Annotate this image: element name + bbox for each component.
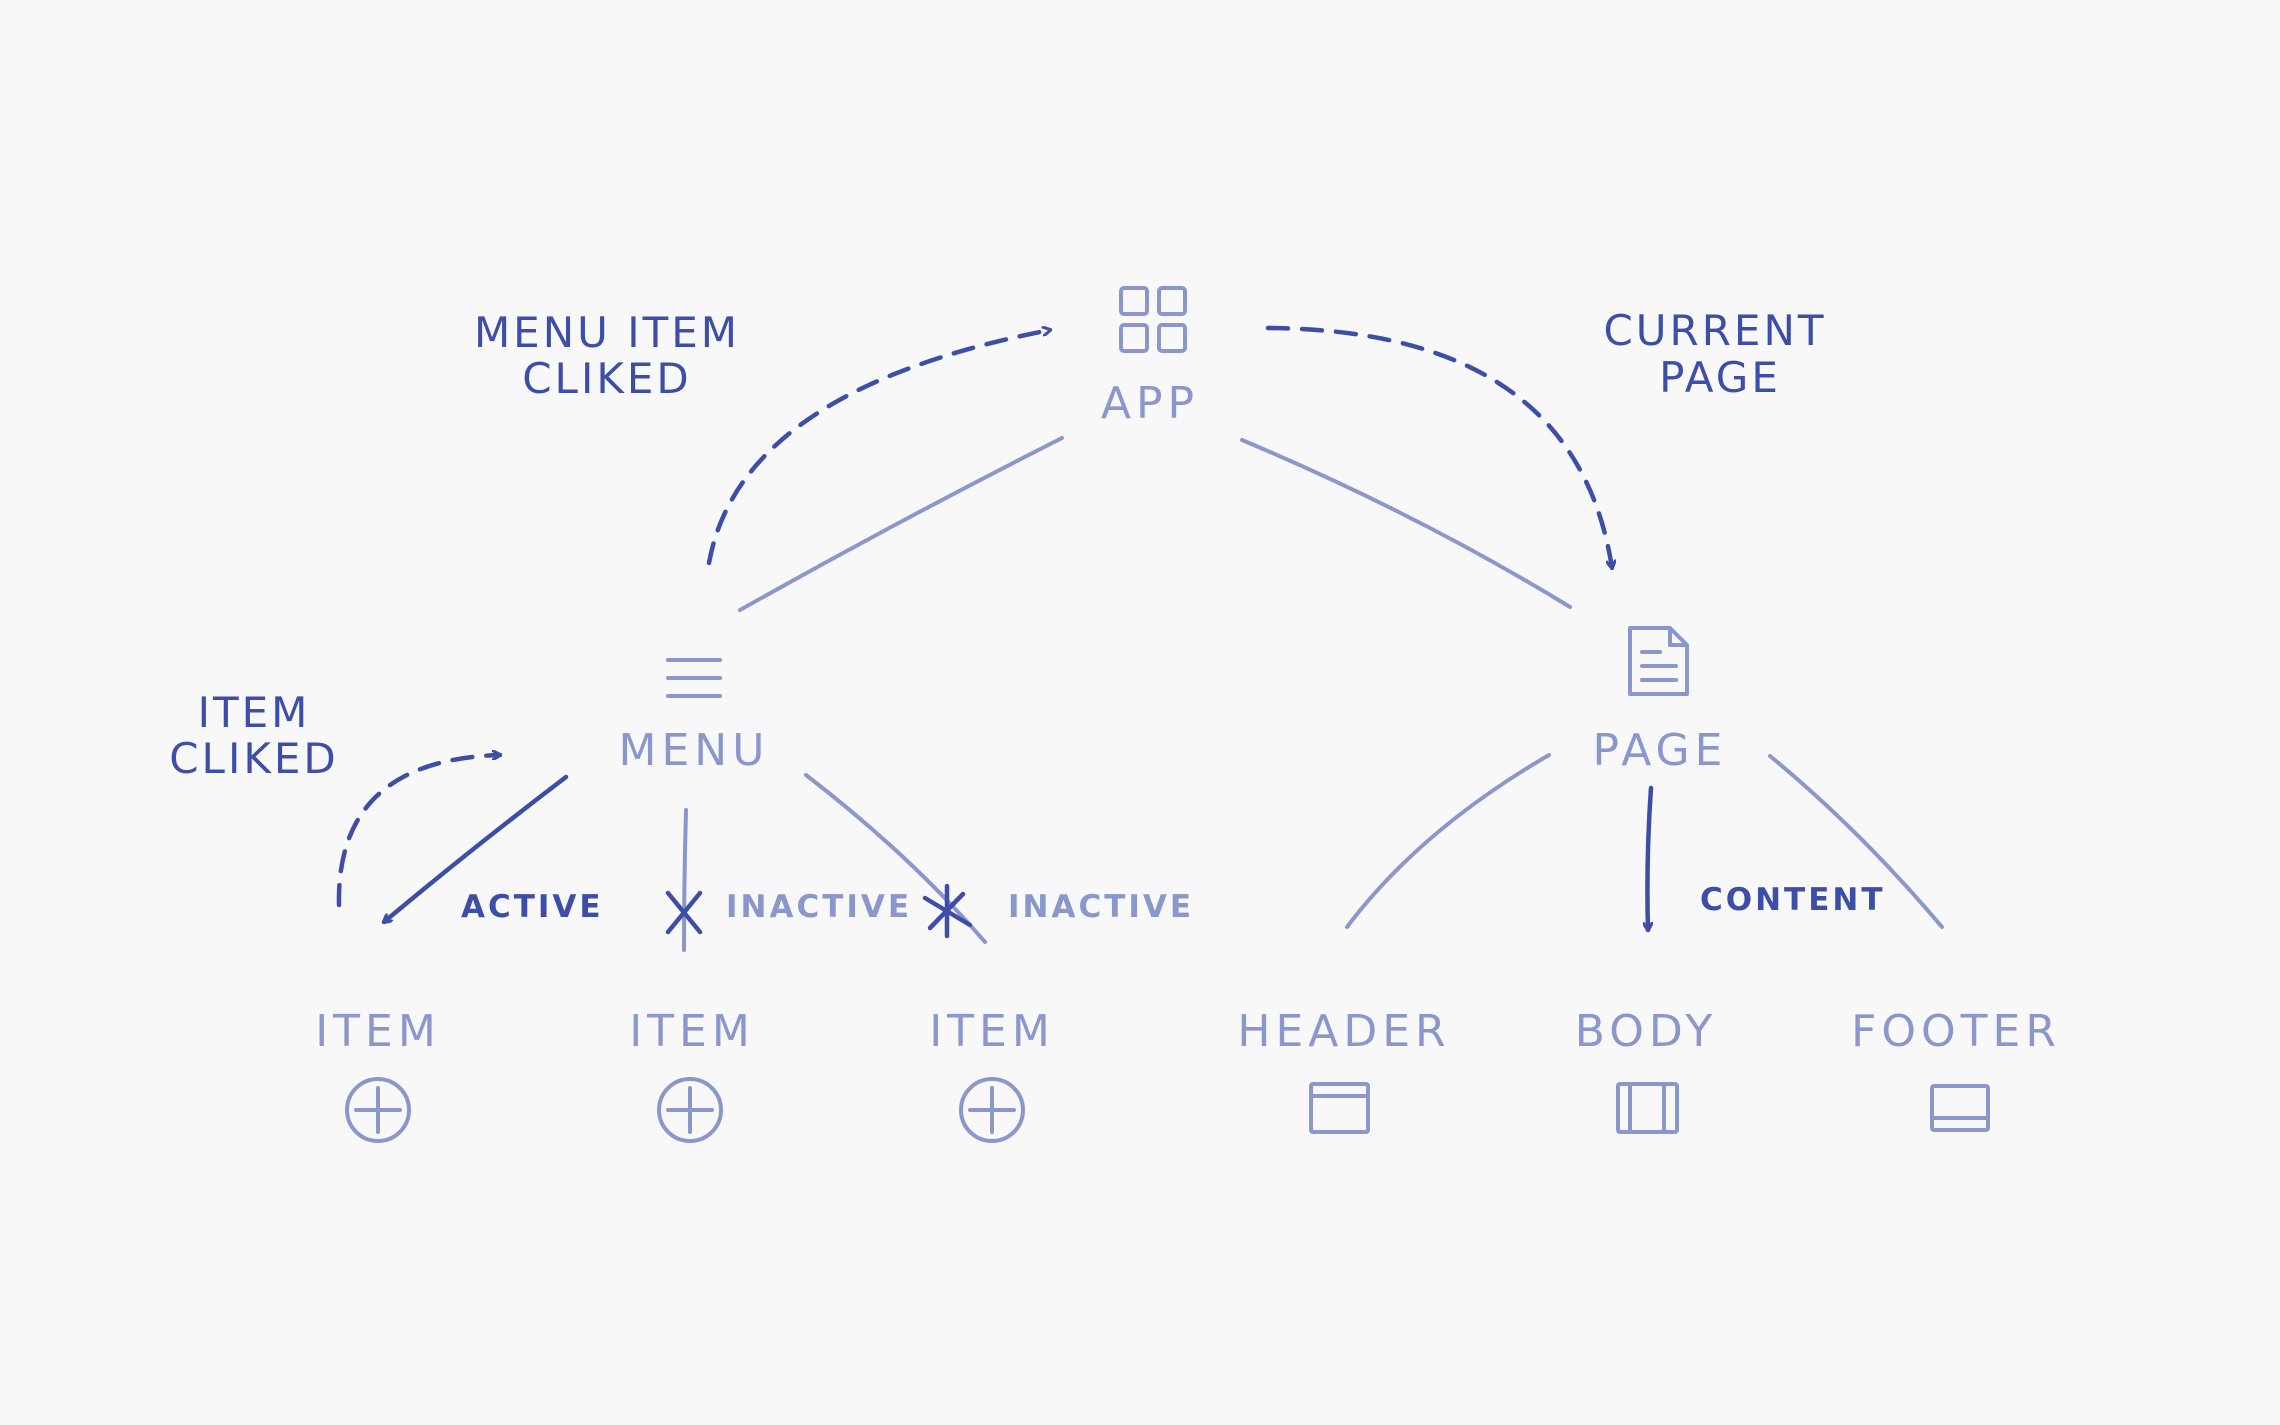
edge-page-footer bbox=[1768, 754, 1944, 929]
page-label: PAGE bbox=[1593, 725, 1728, 776]
item-clicked-arrow bbox=[336, 755, 503, 908]
header-label: HEADER bbox=[1237, 1006, 1450, 1057]
inactive-label: INACTIVE bbox=[726, 889, 912, 925]
item-label: ITEM bbox=[929, 1006, 1055, 1057]
plus-circle-icon bbox=[345, 1077, 411, 1143]
item-node: ITEM bbox=[629, 1006, 755, 1143]
menu-label: MENU bbox=[619, 725, 770, 776]
inactive-star-cross-icon bbox=[922, 883, 973, 939]
app-node: APP bbox=[1101, 286, 1199, 429]
edge-app-page bbox=[1240, 438, 1572, 609]
annotation-line: ITEM bbox=[198, 688, 311, 737]
body-node: BODY bbox=[1575, 1006, 1717, 1134]
window-header-icon bbox=[1309, 1082, 1370, 1134]
annotation-line: MENU ITEM bbox=[474, 308, 740, 357]
item-label: ITEM bbox=[629, 1006, 755, 1057]
edge-page-body-content bbox=[1647, 785, 1654, 933]
item-node: ITEM bbox=[929, 1006, 1055, 1143]
window-body-icon bbox=[1616, 1082, 1679, 1134]
item-clicked-annotation: ITEM CLIKED bbox=[169, 688, 339, 783]
item-label: ITEM bbox=[315, 1006, 441, 1057]
edge-menu-item-1-active bbox=[384, 774, 569, 922]
annotation-line: PAGE bbox=[1659, 353, 1781, 402]
footer-node: FOOTER bbox=[1851, 1006, 2061, 1132]
hamburger-icon bbox=[666, 658, 722, 698]
edge-app-menu bbox=[738, 436, 1064, 612]
item-node: ITEM bbox=[315, 1006, 441, 1143]
menu-item-clicked-arrow bbox=[706, 330, 1050, 566]
annotation-line: CLIKED bbox=[522, 354, 692, 403]
plus-circle-icon bbox=[657, 1077, 723, 1143]
document-icon bbox=[1628, 626, 1689, 696]
current-page-arrow bbox=[1265, 325, 1612, 568]
inactive-label: INACTIVE bbox=[1008, 889, 1194, 925]
annotation-line: CLIKED bbox=[169, 734, 339, 783]
menu-node: MENU bbox=[619, 658, 770, 776]
edge-page-header bbox=[1345, 753, 1551, 929]
current-page-annotation: CURRENT PAGE bbox=[1603, 306, 1826, 402]
annotation-line: CURRENT bbox=[1603, 306, 1826, 355]
edge-menu-item-2 bbox=[682, 808, 688, 952]
content-label: CONTENT bbox=[1700, 882, 1885, 918]
header-node: HEADER bbox=[1237, 1006, 1450, 1134]
app-label: APP bbox=[1101, 378, 1199, 429]
plus-circle-icon bbox=[959, 1077, 1025, 1143]
footer-label: FOOTER bbox=[1851, 1006, 2061, 1057]
inactive-cross-icon bbox=[665, 890, 703, 935]
grid-icon bbox=[1119, 286, 1187, 353]
active-label: ACTIVE bbox=[461, 889, 604, 925]
window-footer-icon bbox=[1930, 1084, 1990, 1132]
body-label: BODY bbox=[1575, 1006, 1717, 1057]
page-node: PAGE bbox=[1593, 626, 1728, 776]
menu-item-clicked-annotation: MENU ITEM CLIKED bbox=[474, 308, 740, 403]
